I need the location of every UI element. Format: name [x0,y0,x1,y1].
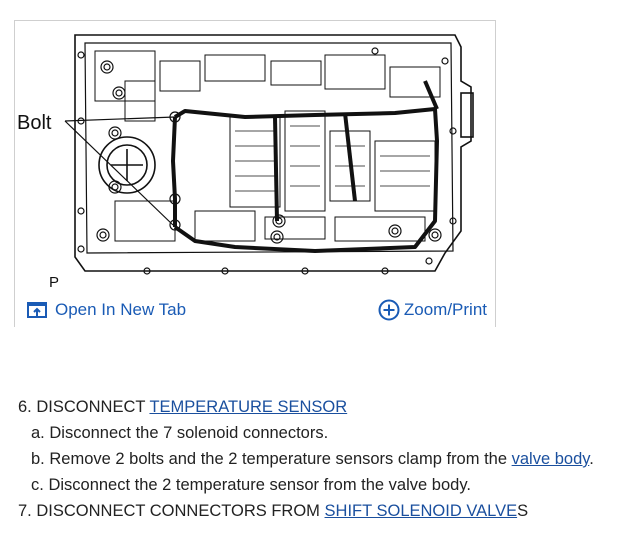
substep-letter: a. [31,424,45,442]
substep-c: c. Disconnect the 2 temperature sensor f… [18,472,633,498]
open-in-new-tab-button[interactable]: Open In New Tab [27,297,186,323]
figure-card: Bolt P Open In New Tab [14,20,496,327]
open-in-new-tab-label: Open In New Tab [55,300,187,319]
bolt-callout-label: Bolt [17,112,52,134]
substep-b: b. Remove 2 bolts and the 2 temperature … [18,446,633,472]
step-7: 7. DISCONNECT CONNECTORS FROM SHIFT SOLE… [18,498,633,524]
valve-body-link[interactable]: valve body [511,450,590,468]
instruction-list: 6. DISCONNECT TEMPERATURE SENSOR a. Disc… [18,394,633,524]
substep-trailing: . [589,450,594,468]
corner-label: P [49,274,59,291]
step-text: DISCONNECT CONNECTORS FROM [36,502,320,520]
step-6: 6. DISCONNECT TEMPERATURE SENSOR [18,394,633,420]
plus-circle-icon [378,299,400,321]
shift-solenoid-valve-link[interactable]: SHIFT SOLENOID VALVE [324,502,518,520]
substep-a: a. Disconnect the 7 solenoid connectors. [18,420,633,446]
valve-body-diagram[interactable]: Bolt P [15,21,495,291]
step-number: 6. [18,398,32,416]
temperature-sensor-link[interactable]: TEMPERATURE SENSOR [149,398,348,416]
open-new-tab-icon [27,301,47,319]
substep-text: Disconnect the 7 solenoid connectors. [49,424,329,442]
step-text: DISCONNECT [36,398,146,416]
figure-toolbar: Open In New Tab Zoom/Print [15,293,495,327]
substep-letter: b. [31,450,45,468]
substep-letter: c. [31,476,44,494]
step-number: 7. [18,502,32,520]
substep-text: Remove 2 bolts and the 2 temperature sen… [49,450,508,468]
step-trailing: S [517,502,529,520]
substep-text: Disconnect the 2 temperature sensor from… [48,476,471,494]
zoom-print-label: Zoom/Print [403,300,487,319]
zoom-print-button[interactable]: Zoom/Print [378,297,487,323]
